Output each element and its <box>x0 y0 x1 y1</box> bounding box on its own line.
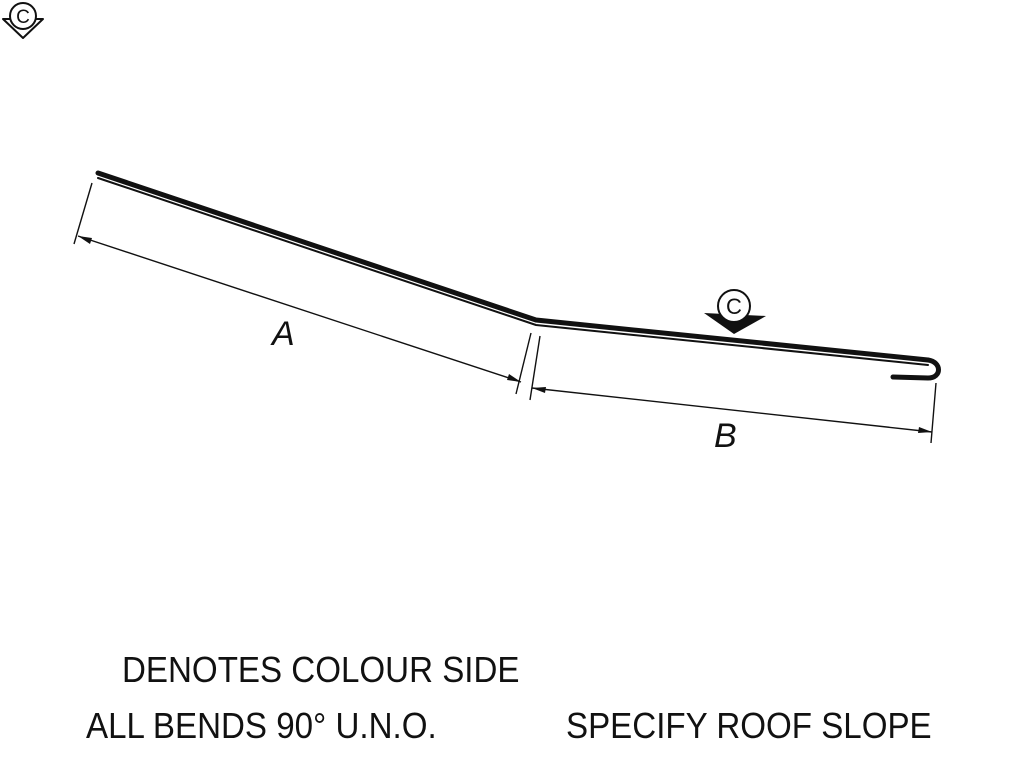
legend-marker-letter: C <box>16 7 30 28</box>
dimension-b-extension-left <box>529 335 541 401</box>
dimension-a <box>73 182 532 395</box>
dimension-a-extension-right <box>515 332 532 395</box>
colour-side-marker-triangle-icon <box>704 313 766 334</box>
flashing-outer-edge <box>95 170 931 363</box>
flashing-profile <box>95 170 941 381</box>
colour-side-legend-icon: C <box>2 2 44 39</box>
flashing-inner-edge <box>97 177 929 366</box>
dimension-a-line <box>77 235 522 383</box>
legend-marker-circle-icon <box>9 2 37 30</box>
dimension-b-extension-right <box>930 382 937 444</box>
dimension-b-line <box>531 387 933 433</box>
dimension-b-arrow-right <box>918 427 932 433</box>
colour-side-marker-circle-icon <box>717 289 751 323</box>
dimension-a-arrow-left <box>78 236 92 244</box>
colour-side-marker-letter: C <box>726 294 742 319</box>
bends-note: ALL BENDS 90° U.N.O. <box>86 705 437 746</box>
dimension-a-label: A <box>270 315 295 353</box>
flashing-hem <box>890 357 941 381</box>
dimension-b <box>529 335 937 444</box>
colour-side-marker: C <box>704 289 766 334</box>
dimension-a-arrow-right <box>507 374 521 382</box>
dimension-b-arrow-left <box>532 387 546 393</box>
dimension-a-extension-left <box>73 182 93 245</box>
dimension-b-label: B <box>714 417 737 455</box>
roof-slope-note: SPECIFY ROOF SLOPE <box>566 705 932 746</box>
colour-side-note: DENOTES COLOUR SIDE <box>122 649 520 690</box>
